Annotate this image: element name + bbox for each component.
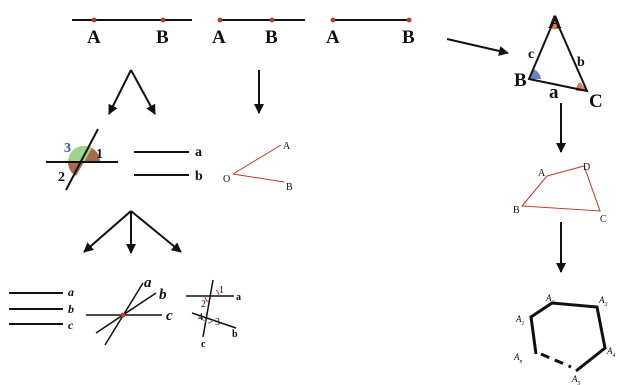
concurrent-lines-figure: a b c bbox=[86, 275, 173, 346]
ray-label-a: A bbox=[212, 27, 226, 48]
transversal-label-1: 1 bbox=[219, 285, 224, 296]
concurrent-label-a: a bbox=[144, 275, 152, 291]
concurrent-point bbox=[120, 312, 126, 318]
transversal-figure: 1 2 4 3 a b c bbox=[186, 279, 241, 350]
segment-label-b: B bbox=[156, 27, 169, 48]
arrow-to-triangle bbox=[446, 38, 509, 56]
polygon-label-a2: A2 bbox=[545, 293, 555, 306]
polygon-label-a3: A3 bbox=[598, 295, 608, 308]
angle-label-2: 2 bbox=[58, 170, 65, 185]
triangle-vertex-a: A bbox=[548, 12, 562, 33]
angle-1-fill bbox=[84, 148, 101, 162]
parallel-label-b: b bbox=[195, 169, 203, 184]
quad-label-c: C bbox=[600, 214, 607, 225]
polygon-figure: A1 A2 A3 A4 A5 An bbox=[513, 293, 616, 385]
arrow-to-three-parallel bbox=[83, 210, 132, 253]
quadrilateral-figure: A D C B bbox=[513, 162, 607, 225]
transversal-label-2: 2 bbox=[201, 299, 206, 310]
arrow-to-intersection bbox=[108, 69, 132, 115]
three-parallel-label-b: b bbox=[68, 302, 74, 316]
triangle-side-c: c bbox=[528, 47, 534, 62]
segment-label-a: A bbox=[87, 27, 101, 48]
quad-label-d: D bbox=[583, 162, 590, 173]
triangle-vertex-b: B bbox=[514, 70, 527, 91]
angle-label-1: 1 bbox=[96, 147, 103, 162]
triangle-figure: A B C c b a bbox=[514, 12, 603, 112]
transversal-label-c: c bbox=[201, 339, 206, 350]
line-segment-figure: A B bbox=[326, 17, 415, 48]
polygon-label-a5: A5 bbox=[571, 374, 581, 385]
transversal-label-4: 4 bbox=[198, 312, 203, 323]
polygon-label-an: An bbox=[513, 352, 523, 365]
segment-point-a bbox=[91, 17, 97, 23]
arrows bbox=[83, 38, 566, 273]
arrow-to-transversal bbox=[130, 210, 182, 253]
ray-label-b: B bbox=[265, 27, 278, 48]
angle-label-o: O bbox=[223, 174, 230, 185]
angle-label-3: 3 bbox=[64, 141, 71, 156]
triangle-side-a: a bbox=[549, 82, 559, 103]
three-parallel-label-a: a bbox=[68, 285, 74, 299]
line-segment-point-b bbox=[406, 17, 412, 23]
parallel-label-a: a bbox=[195, 145, 202, 160]
three-parallel-lines-figure: a b c bbox=[9, 285, 74, 332]
concurrent-label-b: b bbox=[159, 287, 167, 303]
quad-label-b: B bbox=[513, 205, 520, 216]
line-segment-point-a bbox=[330, 17, 336, 23]
transversal-line-b bbox=[191, 312, 237, 329]
transversal-label-3: 3 bbox=[215, 317, 220, 328]
transversal-angle-1-arc bbox=[215, 289, 220, 297]
angle-mark-a bbox=[550, 18, 560, 30]
concurrent-label-c: c bbox=[166, 308, 173, 324]
ray-figure: A B bbox=[212, 17, 305, 48]
triangle-vertex-c: C bbox=[589, 91, 603, 112]
angle-label-a: A bbox=[283, 141, 291, 152]
intersecting-lines-figure: 3 1 2 bbox=[46, 128, 118, 191]
segment-figure: A B bbox=[72, 17, 192, 48]
arrow-to-parallel bbox=[130, 69, 156, 115]
line-segment-label-b: B bbox=[402, 27, 415, 48]
angle-label-b: B bbox=[286, 182, 293, 193]
ray-point-b bbox=[269, 17, 275, 23]
transversal-angle-2-arc bbox=[204, 295, 210, 303]
polygon-label-a1: A1 bbox=[515, 314, 525, 327]
triangle-outline bbox=[527, 15, 589, 93]
parallel-lines-figure: a b bbox=[134, 145, 203, 184]
concurrent-line-b bbox=[95, 292, 157, 334]
transversal-label-a: a bbox=[236, 292, 241, 303]
transversal-angle-3-arc bbox=[207, 319, 214, 324]
quad-label-a: A bbox=[538, 168, 546, 179]
polygon-label-a4: A4 bbox=[606, 346, 616, 359]
transversal-line-c bbox=[202, 279, 214, 338]
ray-point-a bbox=[217, 17, 223, 23]
intersecting-line-slanted bbox=[65, 128, 99, 191]
ray-ob bbox=[232, 173, 285, 183]
polygon-solid-outline bbox=[529, 301, 607, 373]
transversal-label-b: b bbox=[232, 329, 238, 340]
line-segment-label-a: A bbox=[326, 27, 340, 48]
transversal-angle-4-arc bbox=[199, 315, 207, 322]
three-parallel-label-c: c bbox=[68, 318, 74, 332]
triangle-side-b: b bbox=[577, 55, 585, 70]
angle-aob-figure: A O B bbox=[223, 141, 293, 193]
polygon-dashed-edge bbox=[540, 352, 572, 369]
segment-point-b bbox=[160, 17, 166, 23]
quadrilateral-outline bbox=[520, 165, 601, 212]
ray-oa bbox=[232, 144, 282, 175]
